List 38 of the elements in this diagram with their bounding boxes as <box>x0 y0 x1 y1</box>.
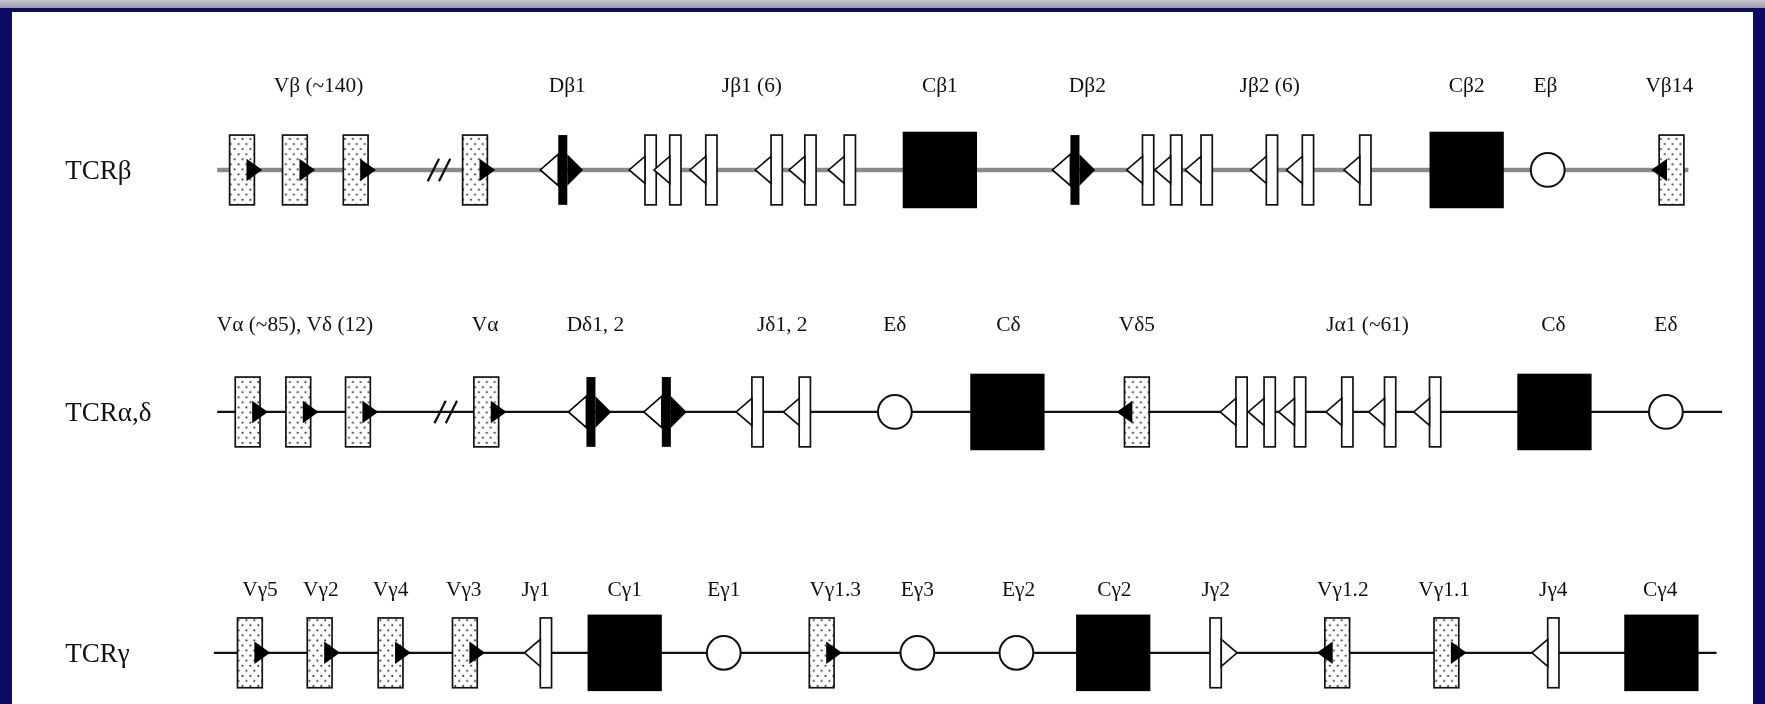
gene-segment-label: Cγ4 <box>1643 578 1678 600</box>
gene-segment-label: Jγ2 <box>1201 578 1230 600</box>
gene-segment-label: Cδ <box>996 313 1021 335</box>
gene-segment-label: Vα <box>471 313 499 335</box>
locus-name: TCRγ <box>65 639 130 667</box>
gene-segment-label: Vγ1.1 <box>1418 578 1470 600</box>
gene-segment-label: Jβ1 (6) <box>721 73 782 96</box>
gene-segment-label: Dβ1 <box>548 73 586 96</box>
gene-segment-label: Eβ <box>1533 73 1558 96</box>
gene-segment-label: Cγ2 <box>1097 578 1132 600</box>
gene-segment-label: Vγ1.2 <box>1317 578 1369 600</box>
gene-segment-label: Cβ2 <box>1448 73 1485 96</box>
gene-segment-label: Vγ3 <box>445 578 482 600</box>
gene-segment-label: Vα (~85), Vδ (12) <box>216 313 374 335</box>
gene-segment-label: Vγ2 <box>303 578 339 600</box>
gene-segment-label: Jδ1, 2 <box>757 313 808 335</box>
gene-segment-label: Dβ2 <box>1068 73 1106 96</box>
gene-segment-label: Eγ3 <box>900 578 934 600</box>
gene-segment-label: Eδ <box>883 313 907 335</box>
gene-segment-label: Cδ <box>1541 313 1566 335</box>
gene-segment-label: Vγ1.3 <box>809 578 861 600</box>
gene-segment-label: Jβ2 (6) <box>1239 73 1300 96</box>
gene-segment-label: Vβ14 <box>1645 73 1694 96</box>
gene-segment-label: Cγ1 <box>607 578 642 600</box>
gene-segment-label: Vδ5 <box>1118 313 1155 335</box>
gene-segment-label: Dδ1, 2 <box>566 313 625 335</box>
locus-name: TCRα,δ <box>65 398 152 426</box>
gene-segment-label: Cβ1 <box>921 73 958 96</box>
gene-segment-label: Vγ5 <box>242 578 278 600</box>
gene-segment-label: Vβ (~140) <box>273 73 364 96</box>
gene-segment-label: Eγ2 <box>1002 578 1036 600</box>
gene-segment-label: Jγ1 <box>521 578 550 600</box>
gene-segment-label: Eδ <box>1654 313 1678 335</box>
gene-segment-label: Vγ4 <box>372 578 409 600</box>
locus-name: TCRβ <box>65 156 132 184</box>
gene-segment-label: Jα1 (~61) <box>1326 313 1409 335</box>
gene-segment-label: Eγ1 <box>707 578 741 600</box>
gene-segment-label: Jγ4 <box>1539 578 1568 600</box>
